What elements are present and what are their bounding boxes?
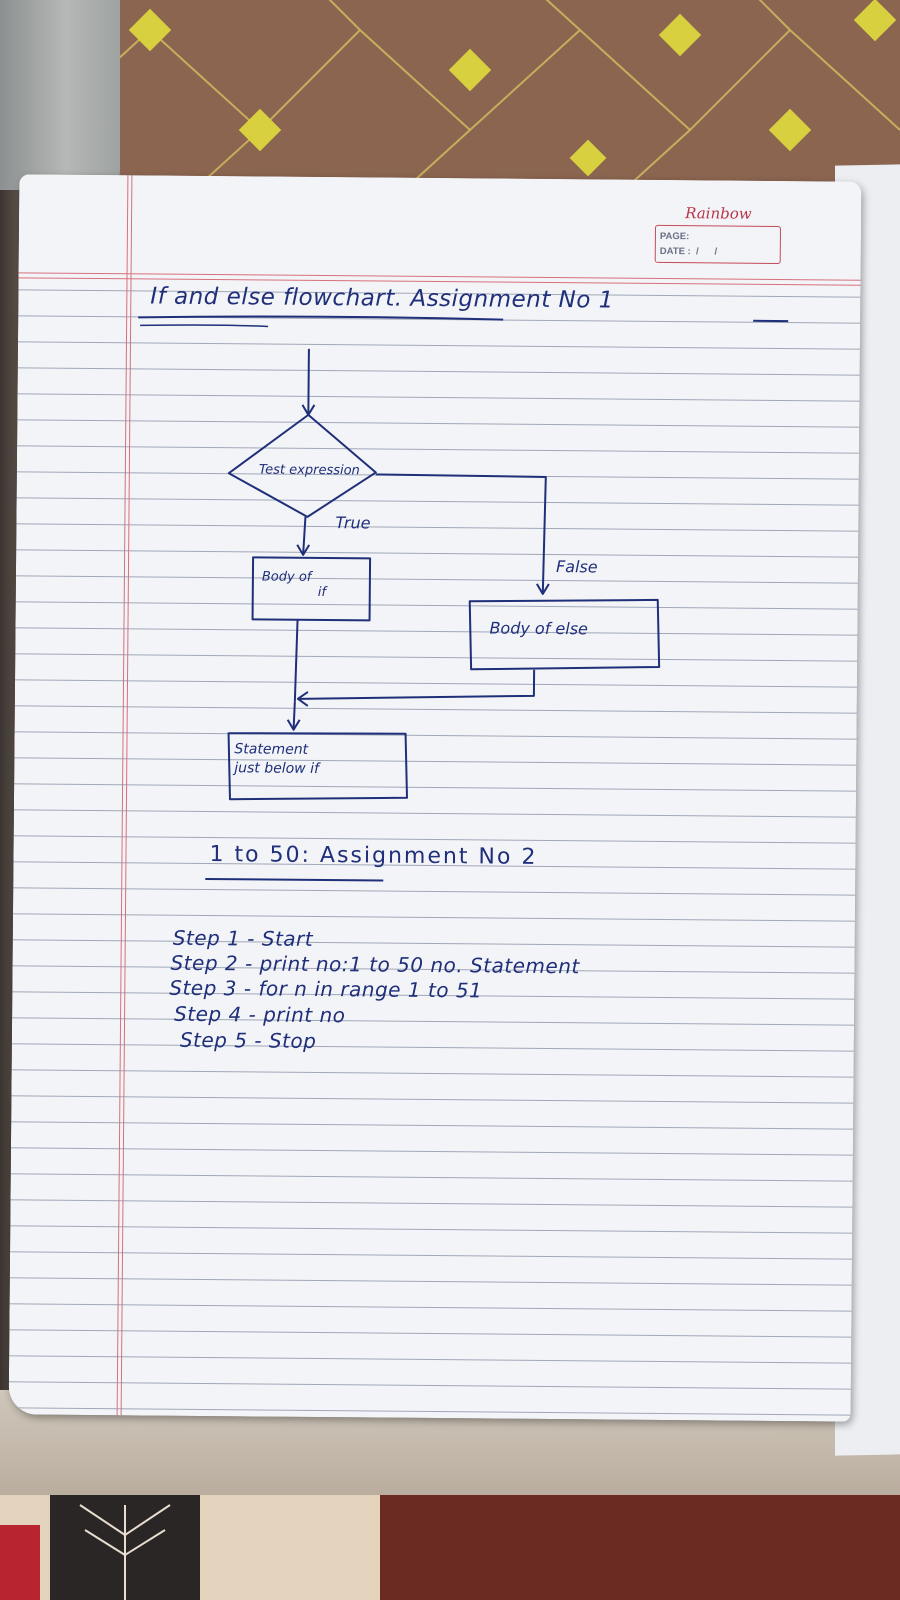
true-arrowhead: [296, 544, 311, 556]
if-body-text-line1: Body of: [261, 569, 312, 585]
rug-pattern: [0, 1495, 900, 1600]
statement-text-line2: just below if: [234, 760, 319, 777]
step-4: Step 4 - print no: [174, 1001, 346, 1028]
if-exit-line: [293, 619, 299, 702]
merge-arrowhead-down: [286, 719, 301, 731]
else-body-text: Body of else: [489, 618, 589, 639]
false-label: False: [555, 557, 598, 577]
if-body-box: [251, 556, 372, 622]
assignment2-title: 1 to 50: Assignment No 2: [209, 842, 538, 870]
step-5: Step 5 - Stop: [179, 1027, 317, 1053]
if-else-flowchart: [227, 348, 661, 801]
else-body-box: [468, 598, 661, 671]
step-3: Step 3 - for n in range 1 to 51: [169, 975, 483, 1003]
title-underline: [138, 315, 789, 328]
gray-object: [0, 0, 120, 200]
if-body-text-line2: if: [317, 584, 327, 601]
assignment2-underline: [205, 877, 384, 882]
false-arrow: [375, 473, 547, 594]
entry-arrow: [307, 348, 310, 415]
statement-box: [227, 732, 409, 801]
step-1: Step 1 - Start: [172, 925, 314, 951]
merge-arrow: [292, 701, 296, 729]
else-exit-line: [299, 669, 536, 700]
statement-text-line1: Statement: [234, 741, 309, 758]
true-label: True: [335, 513, 371, 533]
merge-arrowhead: [296, 691, 309, 707]
condition-diamond: [227, 413, 377, 518]
false-arrowhead: [536, 583, 550, 595]
notebook-page: Rainbow PAGE: DATE : / / If and else flo…: [8, 174, 862, 1422]
rug: [0, 1495, 900, 1600]
condition-text: Test expression: [258, 462, 360, 479]
step-2: Step 2 - print no:1 to 50 no. Statement: [170, 950, 580, 979]
carpet-pattern: [39, 0, 900, 210]
true-arrow: [302, 516, 307, 555]
